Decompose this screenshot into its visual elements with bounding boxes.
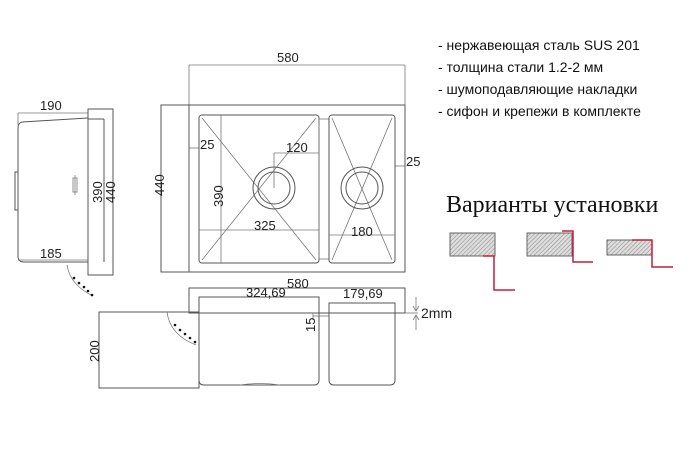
- spec-material: - нержавеющая сталь SUS 201: [438, 37, 640, 53]
- front-view: 580 324,69 179,69 200 15 2mm: [87, 276, 452, 389]
- drain-small: [340, 166, 384, 210]
- dim-side-440: 440: [103, 181, 118, 203]
- dim-big-bowl: 325: [254, 218, 276, 233]
- dim-front-width: 580: [287, 276, 309, 291]
- dim-side-185: 185: [40, 246, 62, 261]
- side-view: 190 185 390 440: [14, 98, 118, 297]
- spec-noise-pads: - шумоподавляющие накладки: [438, 81, 638, 97]
- bolt-icon: [72, 175, 78, 195]
- dim-front-depth: 200: [87, 340, 102, 362]
- spec-siphon: - сифон и крепежи в комплекте: [438, 103, 641, 119]
- dim-top-width: 580: [277, 50, 299, 65]
- dim-drain-offset: 120: [286, 140, 308, 155]
- thickness-arrows-icon: [412, 297, 420, 330]
- install-variant-flush: [526, 230, 593, 263]
- dim-front-big-bowl: 324,69: [246, 285, 286, 300]
- top-view: 580 440 25 120 390 325 180 25: [152, 50, 420, 273]
- dim-thickness: 2mm: [421, 305, 452, 321]
- dim-right-margin: 25: [406, 154, 420, 169]
- spec-thickness: - толщина стали 1.2-2 мм: [438, 59, 604, 75]
- dim-bowl-height: 390: [211, 185, 226, 207]
- dim-small-bowl: 180: [351, 224, 373, 239]
- dim-side-190: 190: [40, 98, 62, 113]
- install-variant-overmount: [606, 239, 673, 268]
- install-variant-undermount: [449, 232, 515, 291]
- install-variants-title: Варианты установки: [446, 192, 659, 218]
- dim-front-small-bowl: 179,69: [343, 286, 383, 301]
- dim-left-margin: 25: [200, 137, 214, 152]
- dim-side-390: 390: [90, 181, 105, 203]
- dim-front-gap: 15: [303, 318, 318, 332]
- dim-top-height: 440: [152, 174, 167, 196]
